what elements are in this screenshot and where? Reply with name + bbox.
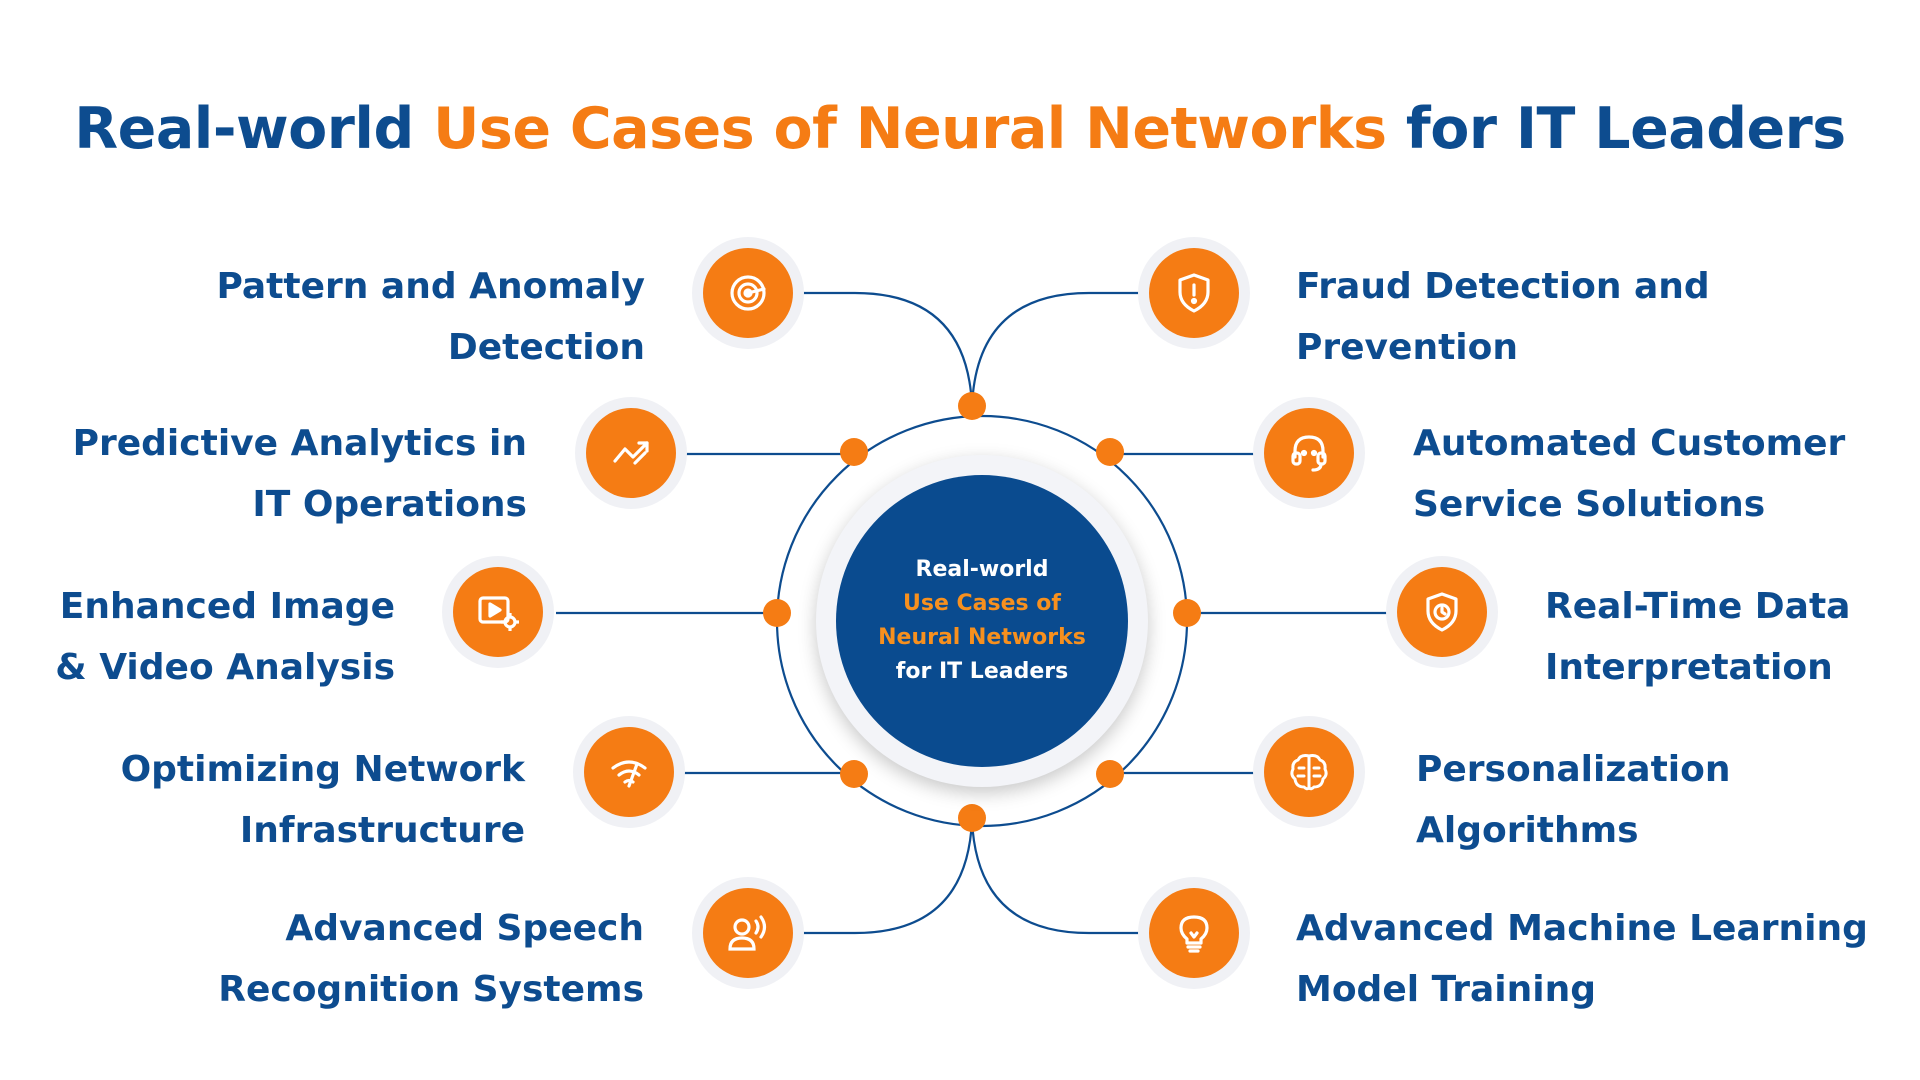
connector-1 — [802, 291, 974, 407]
use-case-line: Recognition Systems — [218, 969, 644, 1010]
connector-node-upper-right — [1096, 438, 1124, 466]
use-case-real-time-data: Real-Time Data Interpretation — [1545, 576, 1850, 698]
use-case-speech-recognition: Advanced Speech Recognition Systems — [218, 898, 644, 1020]
use-case-image-video: Enhanced Image & Video Analysis — [55, 576, 395, 698]
use-case-line: & Video Analysis — [55, 647, 395, 688]
use-case-customer-service: Automated Customer Service Solutions — [1413, 413, 1845, 535]
use-case-line: Detection — [447, 327, 645, 368]
lightbulb-icon — [1149, 888, 1239, 978]
page-title: Real-world Use Cases of Neural Networks … — [0, 96, 1920, 162]
shield-alert-icon — [1149, 248, 1239, 338]
use-case-line: Interpretation — [1545, 647, 1833, 688]
use-case-line: Fraud Detection and — [1296, 266, 1710, 307]
center-hub: Real-world Use Cases of Neural Networks … — [836, 475, 1128, 767]
use-case-line: Service Solutions — [1413, 484, 1766, 525]
title-highlight: Use Cases of Neural Networks — [433, 96, 1387, 162]
use-case-line: Predictive Analytics in — [72, 423, 527, 464]
connector-node-left — [763, 599, 791, 627]
use-case-line: Real-Time Data — [1545, 586, 1851, 627]
use-case-line: Automated Customer — [1413, 423, 1846, 464]
use-case-predictive-analytics: Predictive Analytics in IT Operations — [73, 413, 527, 535]
use-case-network-infrastructure: Optimizing Network Infrastructure — [121, 739, 525, 861]
use-case-personalization: Personalization Algorithms — [1416, 739, 1730, 861]
use-case-line: IT Operations — [252, 484, 527, 525]
target-icon — [703, 248, 793, 338]
video-settings-icon — [453, 567, 543, 657]
use-case-line: Optimizing Network — [120, 749, 525, 790]
use-case-line: Model Training — [1296, 969, 1596, 1010]
brain-icon — [1264, 727, 1354, 817]
connector-node-upper-left — [840, 438, 868, 466]
connector-node-top — [958, 392, 986, 420]
network-speed-icon — [584, 727, 674, 817]
clock-shield-icon — [1397, 567, 1487, 657]
connector-node-bottom — [958, 804, 986, 832]
use-case-ml-training: Advanced Machine Learning Model Training — [1296, 898, 1868, 1020]
trend-chart-icon — [586, 408, 676, 498]
use-case-line: Personalization — [1416, 749, 1731, 790]
use-case-line: Advanced Speech — [285, 908, 644, 949]
center-line-1: Real-world — [915, 557, 1049, 582]
connector-10 — [970, 819, 1142, 935]
center-line-4: for IT Leaders — [895, 659, 1069, 684]
center-line-2: Use Cases of — [903, 591, 1061, 616]
connector-node-right — [1173, 599, 1201, 627]
connector-9 — [802, 819, 974, 935]
use-case-line: Prevention — [1296, 327, 1518, 368]
use-case-line: Enhanced Image — [59, 586, 395, 627]
use-case-pattern-anomaly: Pattern and Anomaly Detection — [216, 256, 645, 378]
use-case-line: Algorithms — [1416, 810, 1639, 851]
headset-icon — [1264, 408, 1354, 498]
connector-node-lower-left — [840, 760, 868, 788]
center-line-3: Neural Networks — [878, 625, 1086, 650]
speech-icon — [703, 888, 793, 978]
connector-node-lower-right — [1096, 760, 1124, 788]
use-case-fraud-detection: Fraud Detection and Prevention — [1296, 256, 1710, 378]
use-case-line: Pattern and Anomaly — [216, 266, 645, 307]
connector-2 — [970, 291, 1142, 407]
title-part-3: for IT Leaders — [1386, 96, 1846, 162]
title-part-1: Real-world — [74, 96, 434, 162]
use-case-line: Advanced Machine Learning — [1296, 908, 1868, 949]
use-case-line: Infrastructure — [239, 810, 525, 851]
